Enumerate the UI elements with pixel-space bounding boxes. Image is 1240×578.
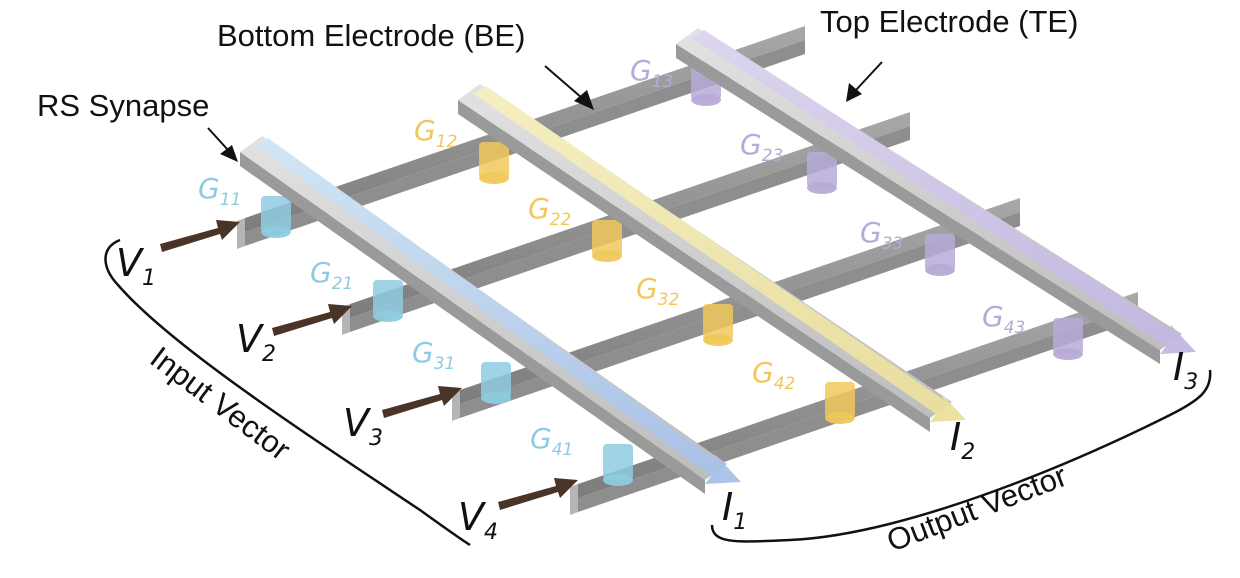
synapse-pillar-22 (592, 220, 622, 256)
bottom-electrode-row-3-side (460, 212, 1020, 418)
current-flow-arrow-col-3 (692, 30, 1196, 354)
synapse-pillar-31 (481, 362, 511, 398)
synapse-pillar-23 (807, 152, 837, 188)
synapse-pillar-21 (373, 280, 403, 316)
synapse-pillar-31-base (481, 392, 511, 404)
output-current-i2: I2 (950, 415, 975, 465)
bottom-electrode-row-3-cap (452, 390, 460, 421)
conductance-label-g33: G33 (860, 216, 903, 254)
input-voltage-v2: V2 (236, 317, 276, 367)
synapse-pillar-42-base (825, 412, 855, 424)
synapse-pillar-41 (603, 444, 633, 480)
conductance-label-g22: G22 (528, 192, 571, 230)
rs-synapse-pillars (261, 64, 1083, 486)
synapse-pillar-12 (479, 142, 509, 178)
top-electrodes (240, 28, 1196, 494)
input-voltage-v4: V4 (458, 495, 498, 545)
bottom-electrode-label: Bottom Electrode (BE) (217, 18, 525, 53)
synapse-pillar-33 (925, 234, 955, 270)
output-vector-bracket (710, 369, 1212, 543)
conductance-label-g13: G13 (630, 54, 673, 92)
conductance-label-g23: G23 (740, 128, 783, 166)
rs-synapse-callout-arrow (207, 127, 238, 162)
synapse-pillar-41-base (603, 474, 633, 486)
conductance-label-g41: G41 (530, 422, 573, 460)
bottom-electrode-row-1-cap (237, 218, 245, 249)
synapse-pillar-11 (261, 196, 291, 232)
synapse-pillar-23-base (807, 182, 837, 194)
synapse-pillar-32-base (703, 334, 733, 346)
input-arrow-4 (498, 478, 578, 510)
conductance-label-g32: G32 (636, 272, 679, 310)
synapse-pillar-12-base (479, 172, 509, 184)
conductance-label-g42: G42 (752, 356, 795, 394)
bottom-electrode-row-4-cap (570, 484, 578, 515)
rs-synapse-label: RS Synapse (37, 88, 209, 123)
synapse-pillar-22-base (592, 250, 622, 262)
synapse-pillar-11-base (261, 226, 291, 238)
bottom-electrode-callout-arrow (544, 65, 594, 110)
input-arrow-3 (382, 386, 462, 418)
current-flow-arrow-col-1 (256, 138, 741, 484)
synapse-pillar-42 (825, 382, 855, 418)
synapse-pillar-33-base (925, 264, 955, 276)
synapse-pillar-43 (1053, 318, 1083, 354)
input-voltage-v3: V3 (343, 401, 383, 451)
conductance-label-g12: G12 (414, 114, 457, 152)
top-electrode-callout-arrow (846, 61, 883, 102)
conductance-label-g43: G43 (982, 300, 1025, 338)
output-vector-label: Output Vector (882, 458, 1072, 559)
top-electrode-label: Top Electrode (TE) (820, 4, 1078, 39)
top-electrode-col-3-side (676, 44, 1160, 364)
conductance-label-g11: G11 (198, 172, 241, 210)
conductance-label-g31: G31 (412, 336, 455, 374)
input-arrow-2 (272, 304, 352, 336)
synapse-pillar-13-base (691, 94, 721, 106)
conductance-label-g21: G21 (310, 256, 353, 294)
synapse-pillar-32 (703, 304, 733, 340)
input-arrows (160, 220, 578, 510)
input-arrow-1 (160, 220, 240, 252)
output-current-i3: I3 (1173, 345, 1198, 395)
input-vector-bracket (104, 238, 471, 547)
current-flow-arrow-col-2 (474, 86, 966, 422)
top-electrode-col-2-side (458, 100, 930, 432)
synapse-pillar-43-base (1053, 348, 1083, 360)
input-voltage-v1: V1 (116, 241, 156, 291)
top-electrode-col-1-side (240, 152, 705, 494)
bottom-electrode-row-4 (578, 292, 1138, 498)
synapse-pillar-21-base (373, 310, 403, 322)
output-current-i1: I1 (722, 485, 747, 535)
